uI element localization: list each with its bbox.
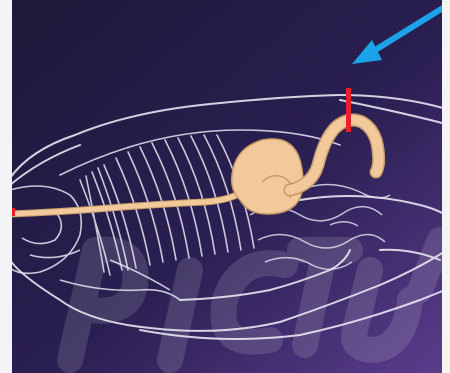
red-marker-icon [8,208,15,216]
red-marker-icon [346,88,351,132]
